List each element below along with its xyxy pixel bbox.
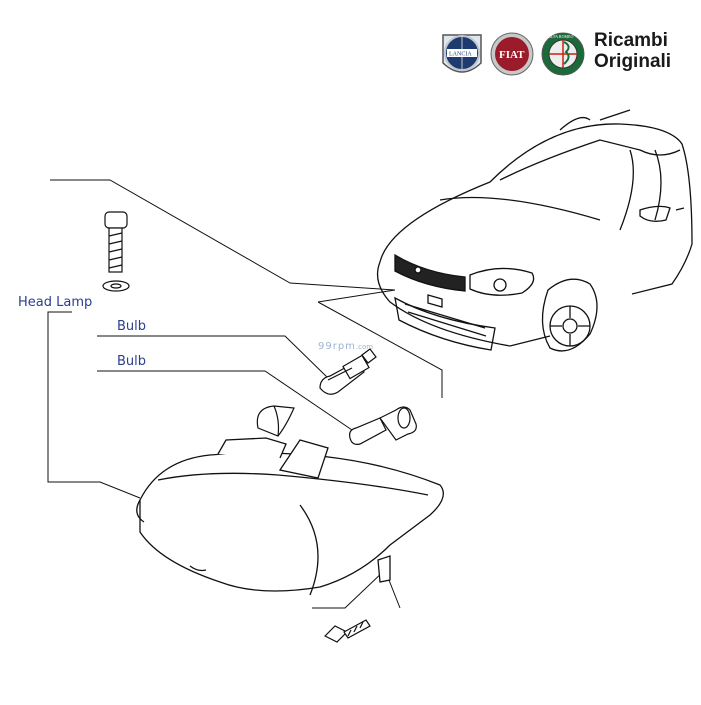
leader-car-headlamp <box>50 179 396 291</box>
bulb-2-part <box>349 406 417 445</box>
fiat-logo-text: FIAT <box>499 49 525 61</box>
watermark-main: 99rpm <box>318 341 356 352</box>
alfa-romeo-logo-text: ALFA ROMEO <box>548 34 573 39</box>
car-illustration <box>376 109 693 352</box>
brand-block: Ricambi Originali <box>594 30 671 72</box>
wedge-bulb-part <box>256 405 295 437</box>
label-head-lamp: Head Lamp <box>18 295 93 310</box>
leader-bulb-2 <box>97 370 356 433</box>
bulb-1-part <box>319 348 377 395</box>
brand-line-1: Ricambi <box>594 30 668 51</box>
label-bulb-1: Bulb <box>117 319 147 334</box>
fiat-logo: FIAT <box>490 32 534 76</box>
lancia-logo-text: LANCIA <box>449 52 472 58</box>
leader-to-cluster <box>317 301 443 398</box>
leader-bracket <box>312 569 401 609</box>
brand-line-2: Originali <box>594 51 672 72</box>
head-lamp-part <box>136 437 444 596</box>
label-bulb-2: Bulb <box>117 354 147 369</box>
screw-part <box>102 211 130 292</box>
lancia-logo: LANCIA <box>442 34 482 73</box>
leader-head-lamp <box>47 311 141 499</box>
watermark-suffix: .com <box>355 343 374 351</box>
alfa-romeo-logo: ALFA ROMEO <box>541 32 585 76</box>
watermark: 99rpm.com <box>318 341 373 352</box>
leader-lines <box>47 179 443 609</box>
leader-bulb-1 <box>97 335 331 381</box>
bottom-screw-part <box>323 619 371 643</box>
